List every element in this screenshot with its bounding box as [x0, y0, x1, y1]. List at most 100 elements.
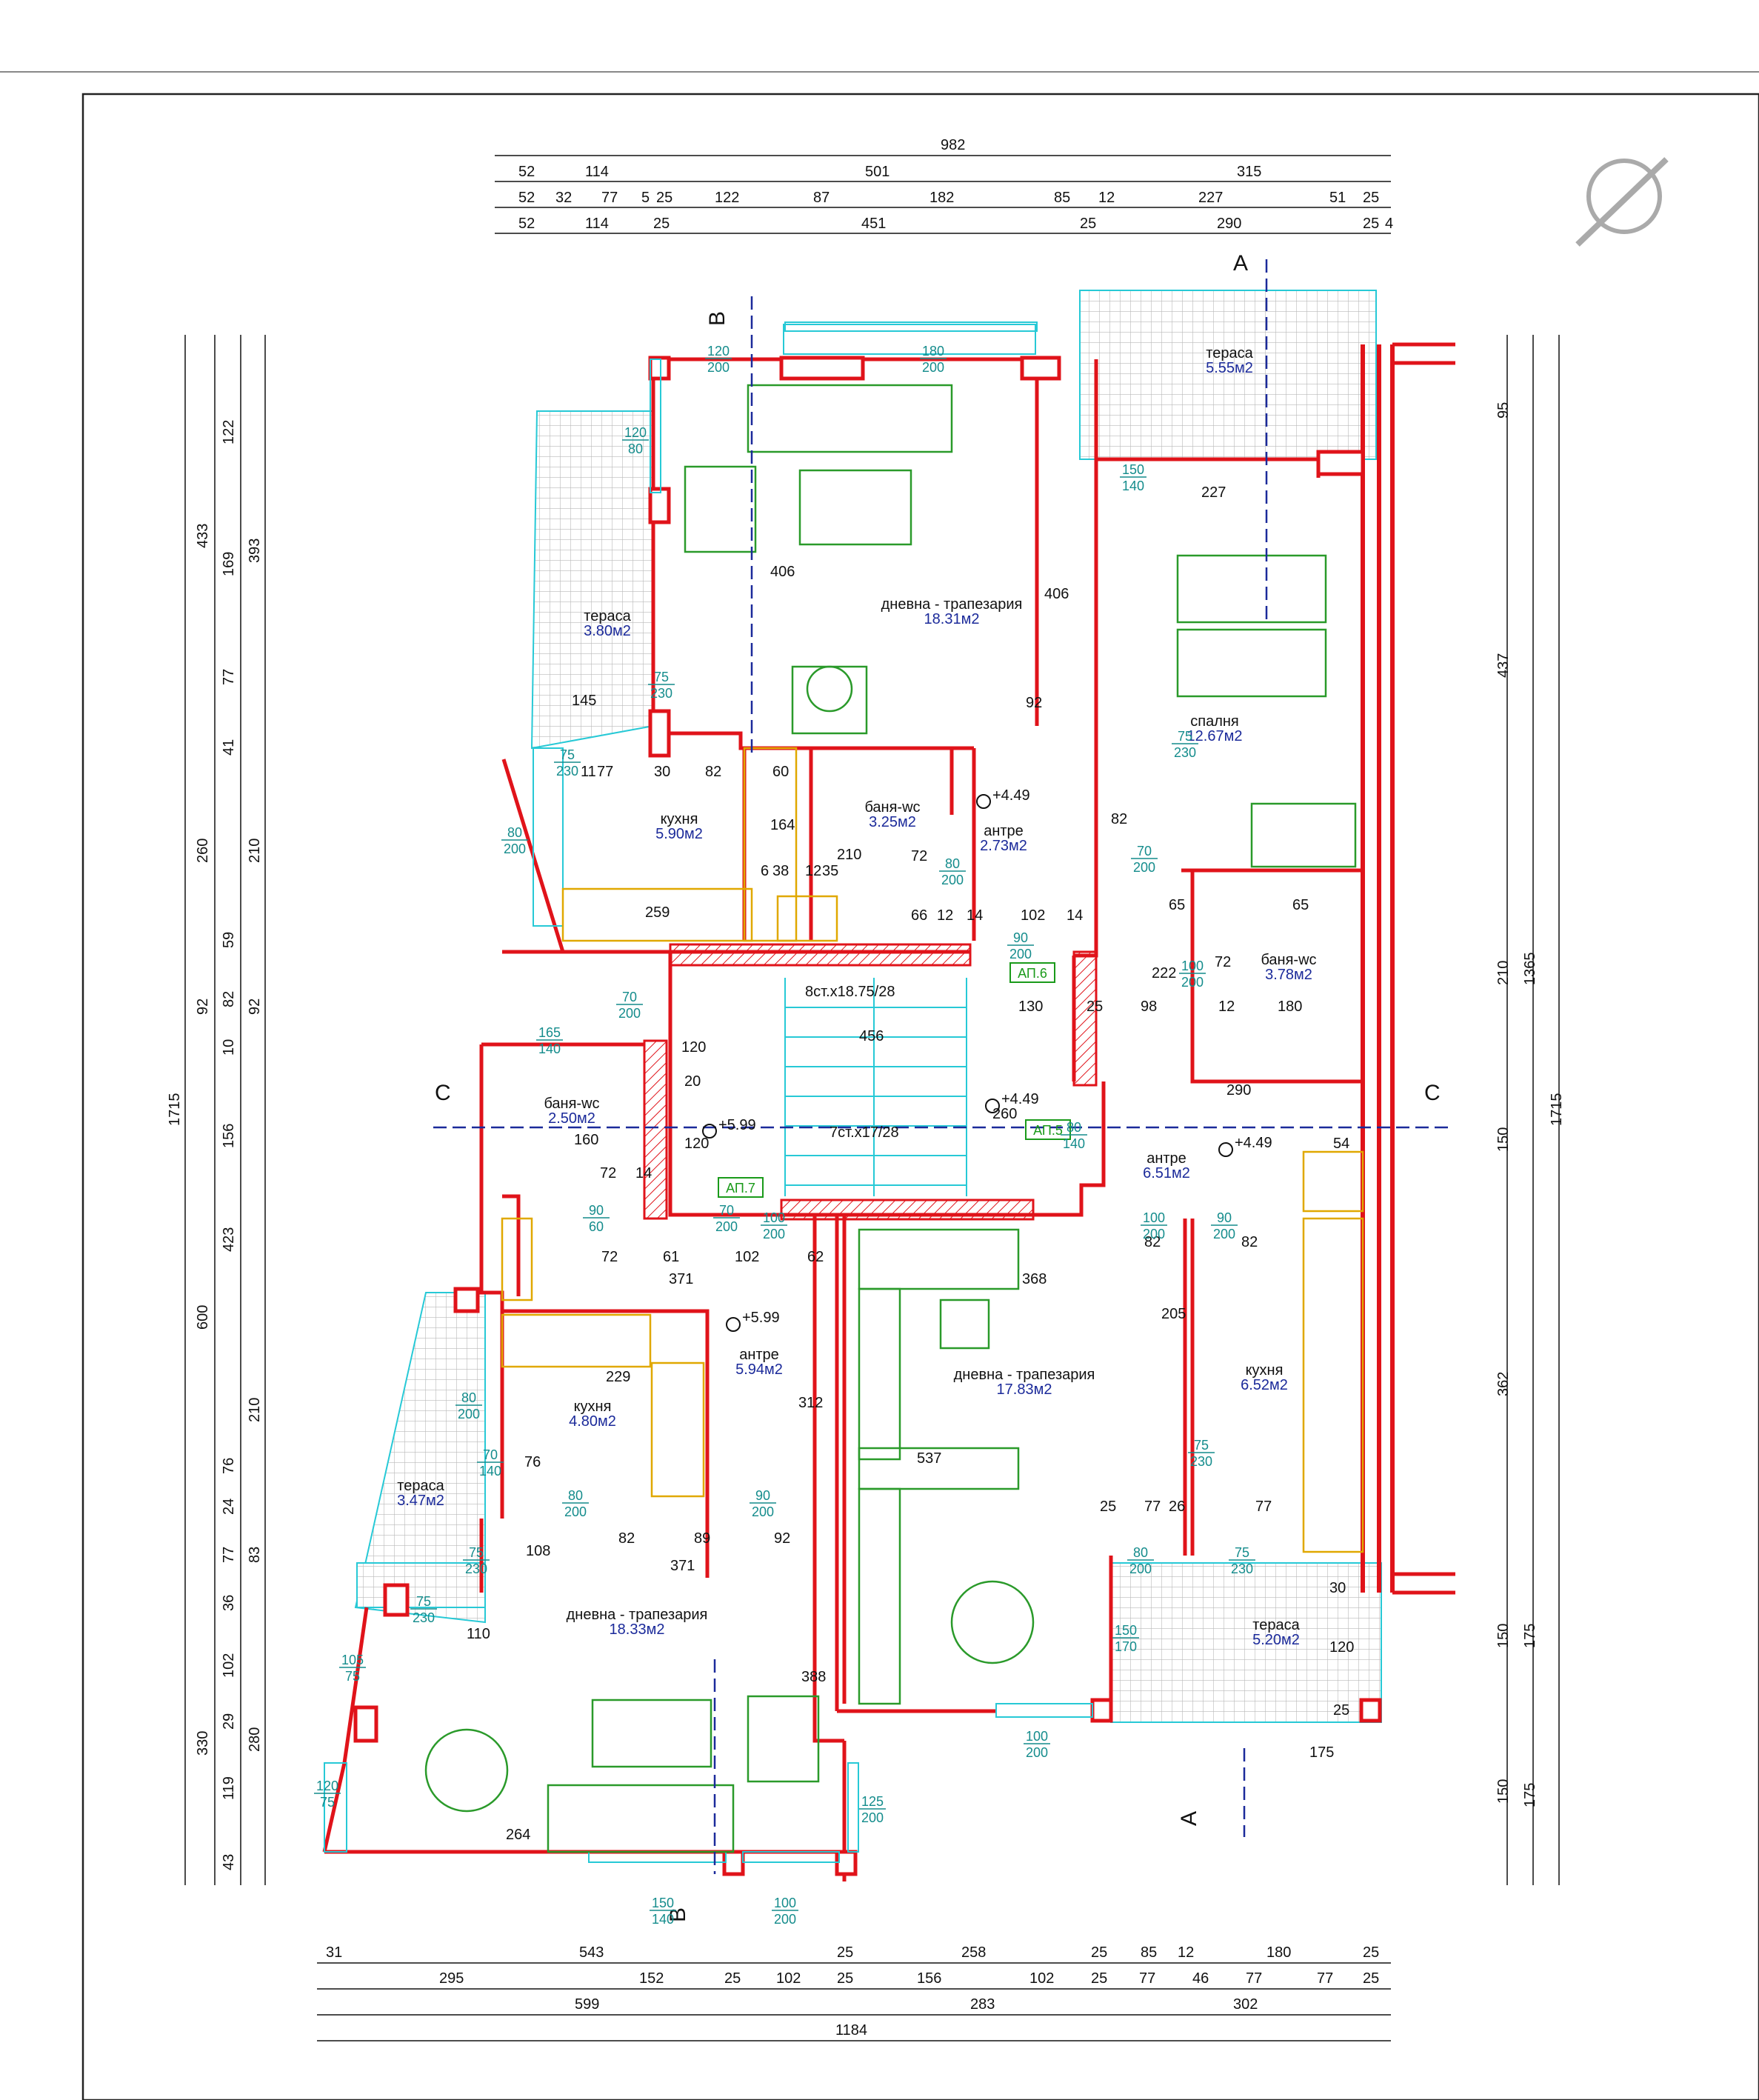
room-area: 3.47м2 [397, 1493, 444, 1509]
interior-dimension-label: 26 [1169, 1499, 1185, 1515]
walls [322, 342, 1455, 1881]
interior-dimension-label: 61 [663, 1249, 679, 1265]
opening-width-label: 70 [1137, 844, 1152, 859]
room-area: 5.20м2 [1252, 1632, 1300, 1648]
svg-text:24: 24 [221, 1499, 237, 1515]
opening-width-label: 75 [654, 670, 669, 684]
interior-dimension-label: 98 [1141, 999, 1157, 1015]
north-arrow-icon [1575, 157, 1669, 247]
interior-dimension-label: 38 [772, 863, 789, 879]
opening-width-label: 100 [774, 1896, 796, 1910]
room-area: 2.50м2 [548, 1110, 595, 1127]
svg-text:501: 501 [865, 164, 889, 180]
opening-height-label: 200 [618, 1006, 641, 1021]
svg-text:43: 43 [221, 1854, 237, 1870]
svg-text:25: 25 [1363, 1970, 1379, 1987]
svg-text:119: 119 [221, 1776, 237, 1800]
opening-height-label: 200 [1026, 1745, 1048, 1760]
room-area: 6.51м2 [1143, 1165, 1190, 1181]
svg-text:210: 210 [247, 1398, 263, 1422]
opening-height-label: 200 [861, 1810, 884, 1825]
room-name: тераса [1206, 345, 1253, 361]
svg-text:25: 25 [1363, 216, 1379, 232]
interior-dimension-label: 537 [917, 1450, 941, 1467]
interior-dimension-label: 11 [581, 764, 596, 780]
svg-text:1365: 1365 [1522, 953, 1538, 986]
svg-text:982: 982 [941, 137, 965, 153]
room-area: 5.55м2 [1206, 360, 1253, 376]
svg-text:25: 25 [837, 1944, 853, 1961]
svg-text:25: 25 [724, 1970, 741, 1987]
top-dimensions: 982 52 114 501 315 52 32 77 5 25 122 87 … [518, 137, 1393, 232]
windows [324, 321, 1093, 1863]
room-area: 2.73м2 [980, 838, 1027, 854]
room-area: 5.94м2 [735, 1361, 783, 1378]
interior-dimension-label: 259 [645, 904, 670, 921]
interior-dimension-label: 227 [1201, 484, 1226, 501]
opening-width-label: 75 [469, 1545, 484, 1560]
room-area: 18.33м2 [610, 1621, 665, 1638]
interior-dimension-label: 371 [669, 1271, 693, 1287]
opening-height-label: 200 [922, 360, 944, 375]
opening-height-label: 230 [650, 686, 672, 701]
svg-text:83: 83 [247, 1547, 263, 1563]
svg-text:85: 85 [1054, 190, 1070, 206]
svg-text:59: 59 [221, 932, 237, 948]
opening-height-label: 230 [1231, 1561, 1253, 1576]
svg-text:152: 152 [639, 1970, 664, 1987]
interior-dimension-label: 72 [911, 848, 927, 864]
interior-dimension-label: 14 [967, 907, 983, 924]
svg-text:156: 156 [917, 1970, 941, 1987]
opening-height-label: 230 [465, 1561, 487, 1576]
interior-dimension-label: 175 [1309, 1744, 1334, 1761]
svg-text:82: 82 [221, 991, 237, 1007]
interior-dimension-label: 62 [807, 1249, 824, 1265]
svg-text:302: 302 [1233, 1996, 1258, 2013]
room-name: кухня [1246, 1362, 1284, 1379]
svg-text:+5.99: +5.99 [742, 1310, 780, 1326]
svg-text:12: 12 [1098, 190, 1115, 206]
interior-dimension-label: 77 [1255, 1499, 1272, 1515]
room-area: 6.52м2 [1241, 1377, 1288, 1393]
interior-dimension-label: 12 [937, 907, 953, 924]
opening-height-label: 80 [628, 441, 643, 456]
svg-text:10: 10 [221, 1039, 237, 1056]
svg-text:122: 122 [221, 420, 237, 444]
opening-height-label: 200 [1213, 1227, 1235, 1241]
interior-dimension-label: 12 [1218, 999, 1235, 1015]
svg-text:АП.7: АП.7 [726, 1181, 755, 1196]
stair-labels: 8ст.х18.75/28 7ст.х17/28 456 [805, 984, 899, 1141]
room-area: 3.25м2 [869, 814, 916, 830]
svg-text:169: 169 [221, 552, 237, 576]
room-name: кухня [574, 1399, 612, 1415]
opening-height-label: 200 [715, 1219, 738, 1234]
opening-height-label: 230 [1174, 745, 1196, 760]
opening-height-label: 200 [1143, 1227, 1165, 1241]
svg-text:46: 46 [1192, 1970, 1209, 1987]
interior-dimension-label: 35 [822, 863, 838, 879]
interior-dimension-label: 66 [911, 907, 927, 924]
room-area: 3.80м2 [584, 623, 631, 639]
interior-dimension-label: 388 [801, 1669, 826, 1685]
opening-height-label: 200 [1129, 1561, 1152, 1576]
interior-dimension-label: 110 [467, 1626, 490, 1642]
svg-text:+5.99: +5.99 [718, 1117, 756, 1133]
interior-dimension-label: 82 [1241, 1234, 1258, 1250]
svg-text:102: 102 [221, 1653, 237, 1678]
room-name: спалня [1190, 713, 1239, 730]
opening-width-label: 100 [1181, 959, 1204, 973]
room-labels: дневна - трапезария 18.31м2 спалня 12.67… [397, 345, 1316, 1648]
svg-text:210: 210 [247, 839, 263, 863]
svg-text:B: B [666, 1907, 690, 1922]
room-area: 4.80м2 [569, 1413, 616, 1430]
